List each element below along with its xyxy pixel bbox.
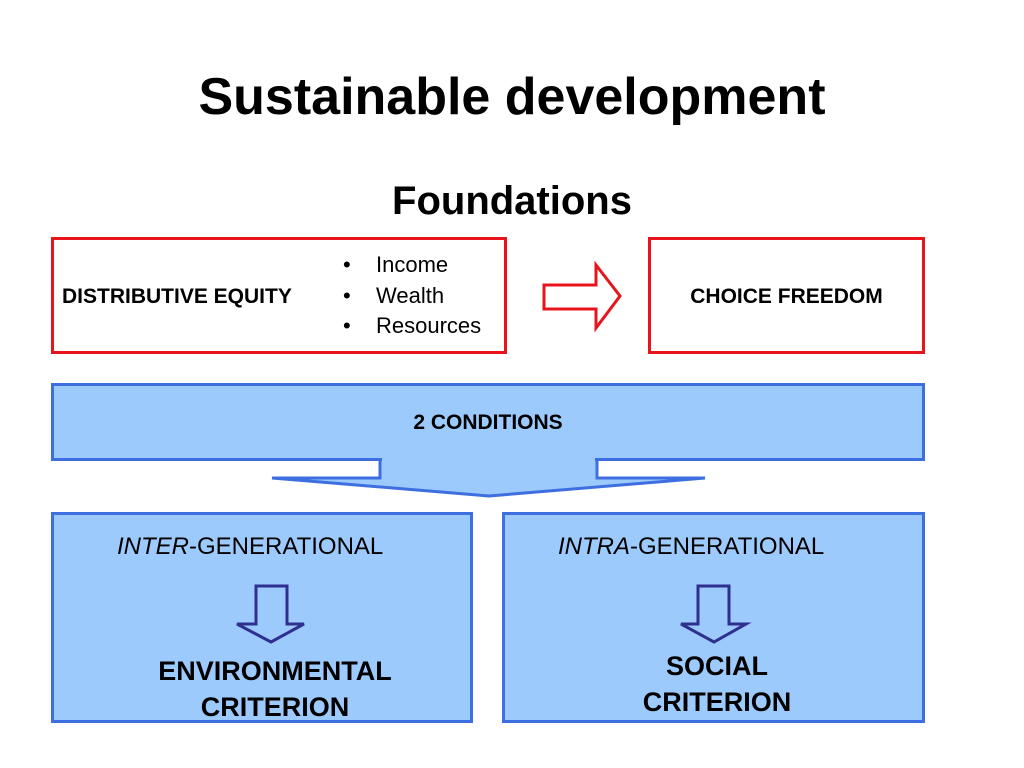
bullet-dot: •: [343, 313, 351, 338]
criterion-line: CRITERION: [200, 692, 350, 722]
page-title: Sustainable development: [198, 68, 826, 126]
bullet-item: • Resources: [343, 311, 481, 342]
criterion-line: CRITERION: [642, 687, 792, 717]
bullet-text: Income: [376, 252, 449, 277]
inter-suffix: -GENERATIONAL: [189, 533, 384, 560]
distributive-equity-box: [51, 237, 507, 354]
inter-generational-heading: INTER-GENERATIONAL: [117, 533, 383, 561]
intra-generational-heading: INTRA-GENERATIONAL: [558, 533, 824, 561]
conditions-label: 2 CONDITIONS: [413, 411, 563, 434]
intra-suffix: -GENERATIONAL: [630, 533, 825, 560]
distributive-equity-label: DISTRIBUTIVE EQUITY: [62, 285, 292, 308]
intra-prefix: INTRA: [558, 533, 630, 560]
criterion-line: ENVIRONMENTAL: [158, 656, 392, 686]
criterion-line: SOCIAL: [665, 651, 768, 681]
choice-freedom-label: CHOICE FREEDOM: [690, 285, 883, 308]
bullet-item: • Income: [343, 250, 481, 281]
social-criterion: SOCIAL CRITERION: [590, 648, 844, 720]
equity-bullet-list: • Income • Wealth • Resources: [343, 250, 481, 342]
down-arrow-right-shape: [680, 584, 752, 644]
bullet-dot: •: [343, 252, 351, 277]
funnel-joint-fill: [382, 457, 595, 463]
bullet-text: Resources: [376, 313, 482, 338]
right-arrow-shape: [542, 260, 622, 333]
conditions-funnel-shape: [271, 457, 706, 498]
section-subtitle: Foundations: [392, 179, 632, 223]
choice-freedom-box: [648, 237, 925, 354]
environmental-criterion: ENVIRONMENTAL CRITERION: [111, 653, 439, 725]
inter-prefix: INTER: [117, 533, 189, 560]
bullet-item: • Wealth: [343, 281, 481, 312]
bullet-text: Wealth: [376, 282, 445, 308]
down-arrow-left-shape: [236, 584, 305, 644]
bullet-dot: •: [343, 282, 351, 308]
